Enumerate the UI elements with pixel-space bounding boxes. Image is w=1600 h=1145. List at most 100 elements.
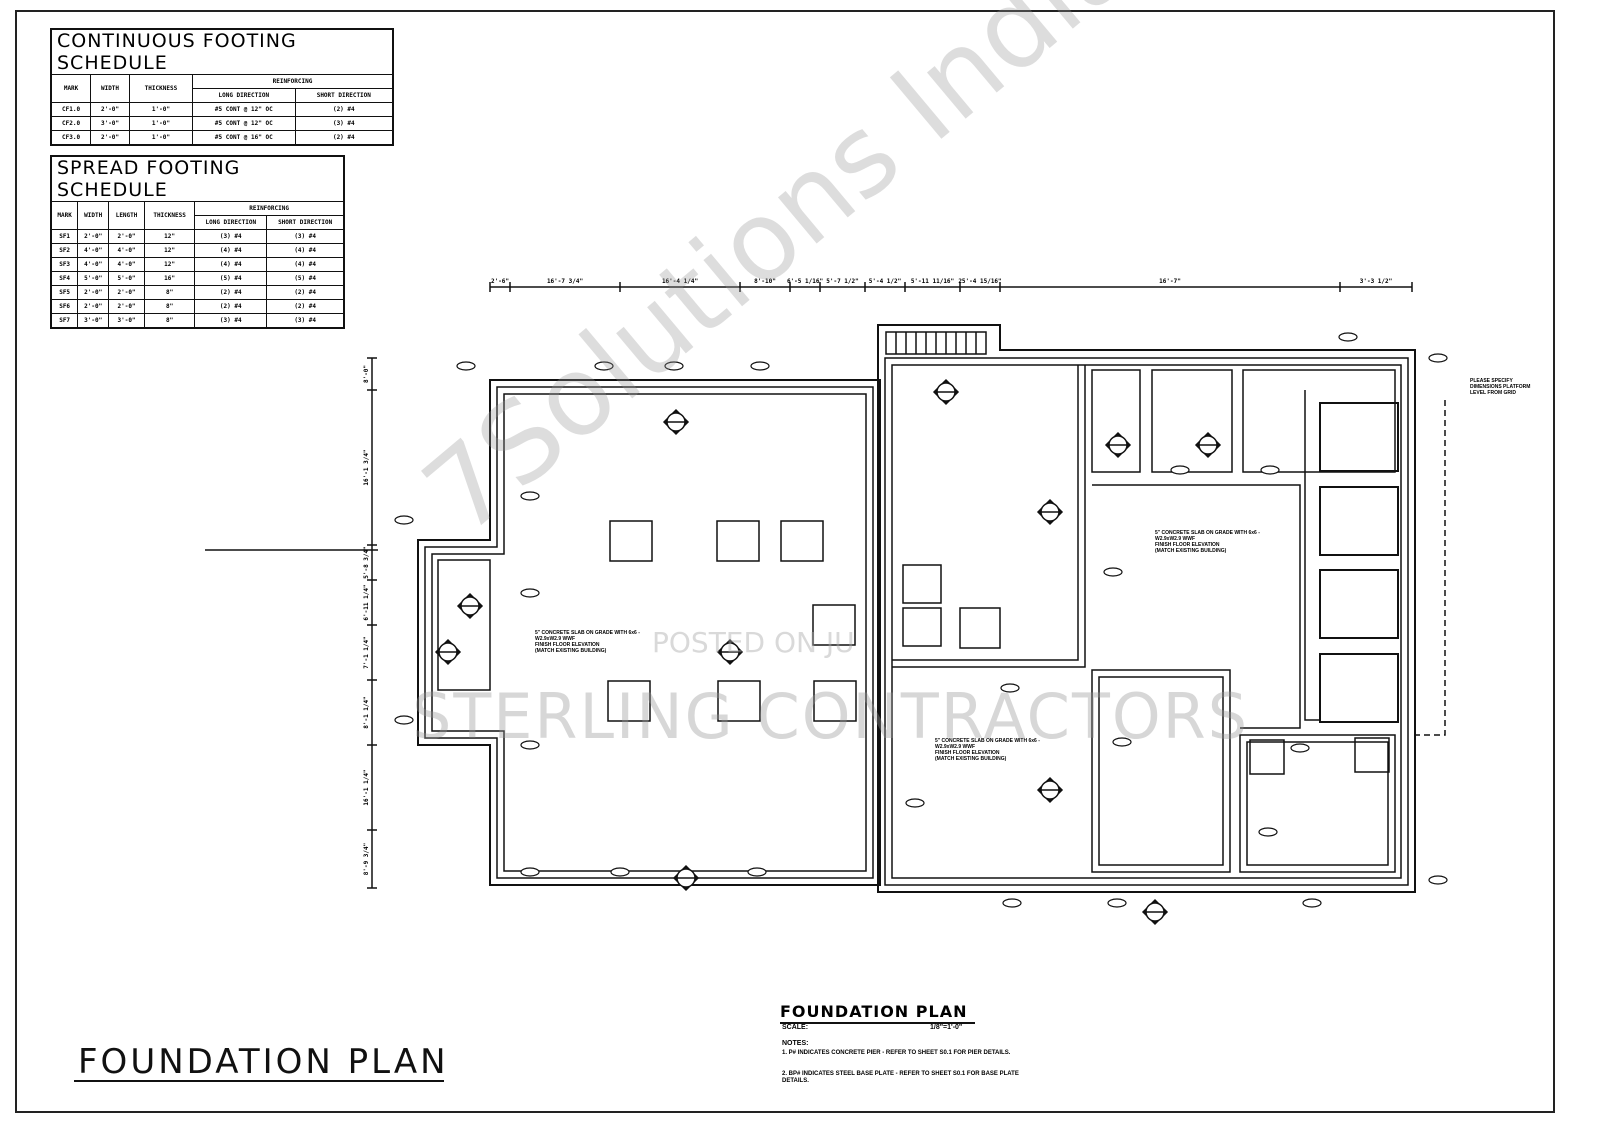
cell: 3'-0": [108, 313, 145, 329]
col-thickness: THICKNESS: [128, 74, 193, 103]
watermark-posted: POSTED ON JU: [652, 626, 855, 659]
col-width: WIDTH: [90, 74, 130, 103]
cell: 8": [143, 313, 196, 329]
footing-tag: [520, 588, 540, 598]
floor-elev-text: FINISH FLOOR ELEVATION: [1155, 542, 1220, 548]
slab-note-center: 5" CONCRETE SLAB ON GRADE WITH 6x6 - W2.…: [935, 738, 1045, 762]
floor-elev-text: FINISH FLOOR ELEVATION: [535, 642, 600, 648]
top-dimension-text: 16'-7": [1159, 278, 1181, 285]
cell: 2'-0": [77, 229, 110, 244]
top-dimension-text: 5'-4 1/2": [869, 278, 902, 285]
left-dimension-text: 8'-1 1/4": [363, 696, 370, 729]
continuous-schedule-title: CONTINUOUS FOOTING SCHEDULE: [50, 28, 394, 75]
cell: 4'-0": [77, 257, 110, 272]
scale-label: SCALE:: [782, 1024, 809, 1031]
floor-elev-text: FINISH FLOOR ELEVATION: [935, 750, 1000, 756]
top-dimension-text: 5'-7 1/2": [826, 278, 859, 285]
plan-title: FOUNDATION PLAN: [780, 1002, 968, 1021]
footing-tag: [1002, 898, 1022, 908]
slab-note-text: 5" CONCRETE SLAB ON GRADE WITH 6x6 - W2.…: [935, 738, 1040, 750]
footing-tag: [1103, 567, 1123, 577]
plan-title-underline: [780, 1022, 975, 1024]
scale-value: 1/8"=1'-0": [930, 1024, 963, 1031]
slab-note-text: 5" CONCRETE SLAB ON GRADE WITH 6x6 - W2.…: [535, 630, 640, 642]
left-dimension-text: 6'-11 1/4": [363, 584, 370, 620]
slab-note-text: 5" CONCRETE SLAB ON GRADE WITH 6x6 - W2.…: [1155, 530, 1260, 542]
cell: (3) #4: [266, 313, 345, 329]
left-dimension-text: 8'-9 3/4": [363, 843, 370, 876]
spread-schedule-title: SPREAD FOOTING SCHEDULE: [50, 155, 345, 202]
cell: 3'-0": [77, 313, 110, 329]
cell: 1'-0": [128, 130, 193, 146]
footing-tag: [394, 715, 414, 725]
footing-tag: [905, 798, 925, 808]
footing-tag: [456, 361, 476, 371]
footing-tag: [1428, 353, 1448, 363]
top-dimension-text: 3'-3 1/2": [1360, 278, 1393, 285]
col-width: WIDTH: [77, 201, 110, 230]
continuous-footing-schedule: CONTINUOUS FOOTING SCHEDULE MARK WIDTH T…: [50, 28, 394, 146]
footing-tag: [1302, 898, 1322, 908]
floor-elev-value: (MATCH EXISTING BUILDING): [1155, 548, 1227, 554]
footing-tag: [1112, 737, 1132, 747]
footing-tag: [394, 515, 414, 525]
table-row: CF3.0 2'-0" 1'-0" #5 CONT @ 16" OC (2) #…: [50, 130, 394, 146]
top-dimension-text: 2'-6": [491, 278, 509, 285]
footing-tag: [594, 361, 614, 371]
interior-walls: [892, 365, 1399, 873]
slab-note-right: 5" CONCRETE SLAB ON GRADE WITH 6x6 - W2.…: [1155, 530, 1265, 554]
right-building-walls: [877, 324, 1416, 893]
top-dimension-text: 16'-4 1/4": [662, 278, 698, 285]
main-title: FOUNDATION PLAN: [78, 1042, 449, 1082]
footing-tag: [1290, 743, 1310, 753]
col-mark: MARK: [50, 201, 79, 230]
cell: (2) #4: [294, 130, 394, 146]
left-dimension-text: 8'-0": [363, 365, 370, 383]
cell: (2) #4: [266, 299, 345, 314]
left-dimension-text: 5'-8 3/4": [363, 546, 370, 579]
footing-tag: [750, 361, 770, 371]
top-dimension-text: 25'-4 15/16": [958, 278, 1001, 285]
footing-tag: [610, 867, 630, 877]
top-dimension-text: 5'-11 11/16": [911, 278, 954, 285]
left-building-walls: [417, 379, 881, 886]
spread-footings: [607, 520, 1390, 775]
left-dimension-text: 16'-1 3/4": [363, 449, 370, 485]
table-row: CF2.0 3'-0" 1'-0" #5 CONT @ 12" OC (3) #…: [50, 116, 394, 131]
cell: 8": [143, 299, 196, 314]
drawing-sheet-border: [15, 10, 1555, 1113]
footing-tag: [1338, 332, 1358, 342]
cell: 1'-0": [128, 116, 193, 131]
header-note: PLEASE SPECIFY DIMENSIONS PLATFORM LEVEL…: [1470, 378, 1531, 396]
footing-tag: [520, 867, 540, 877]
footing-tag: [1258, 827, 1278, 837]
main-title-underline: [74, 1080, 444, 1082]
notes-label: NOTES:: [782, 1040, 809, 1047]
top-dimension-text: 16'-7 3/4": [547, 278, 583, 285]
slab-note-left: 5" CONCRETE SLAB ON GRADE WITH 6x6 - W2.…: [535, 630, 645, 654]
floor-elev-value: (MATCH EXISTING BUILDING): [935, 756, 1007, 762]
footing-tag: [747, 867, 767, 877]
cell: 2'-0": [77, 299, 110, 314]
cell: (3) #4: [294, 116, 394, 131]
watermark-company: STERLING CONTRACTORS: [412, 680, 1250, 753]
cell: CF2.0: [50, 116, 92, 131]
note-2: 2. BP# INDICATES STEEL BASE PLATE - REFE…: [782, 1071, 1019, 1084]
table-row: CF1.0 2'-0" 1'-0" #5 CONT @ 12" OC (2) #…: [50, 102, 394, 117]
left-dimension-text: 7'-1 1/4": [363, 636, 370, 669]
footing-tag: [1000, 683, 1020, 693]
footing-tag: [1107, 898, 1127, 908]
top-dimension-text: 6'-5 1/16": [787, 278, 823, 285]
footing-tag: [520, 491, 540, 501]
spread-footing-schedule: SPREAD FOOTING SCHEDULE MARK WIDTH LENGT…: [50, 155, 345, 329]
note-1: 1. P# INDICATES CONCRETE PIER - REFER TO…: [782, 1050, 1011, 1056]
left-dimension-text: 16'-1 1/4": [363, 769, 370, 805]
top-dimension-text: 8'-10": [754, 278, 776, 285]
footing-tag: [664, 361, 684, 371]
